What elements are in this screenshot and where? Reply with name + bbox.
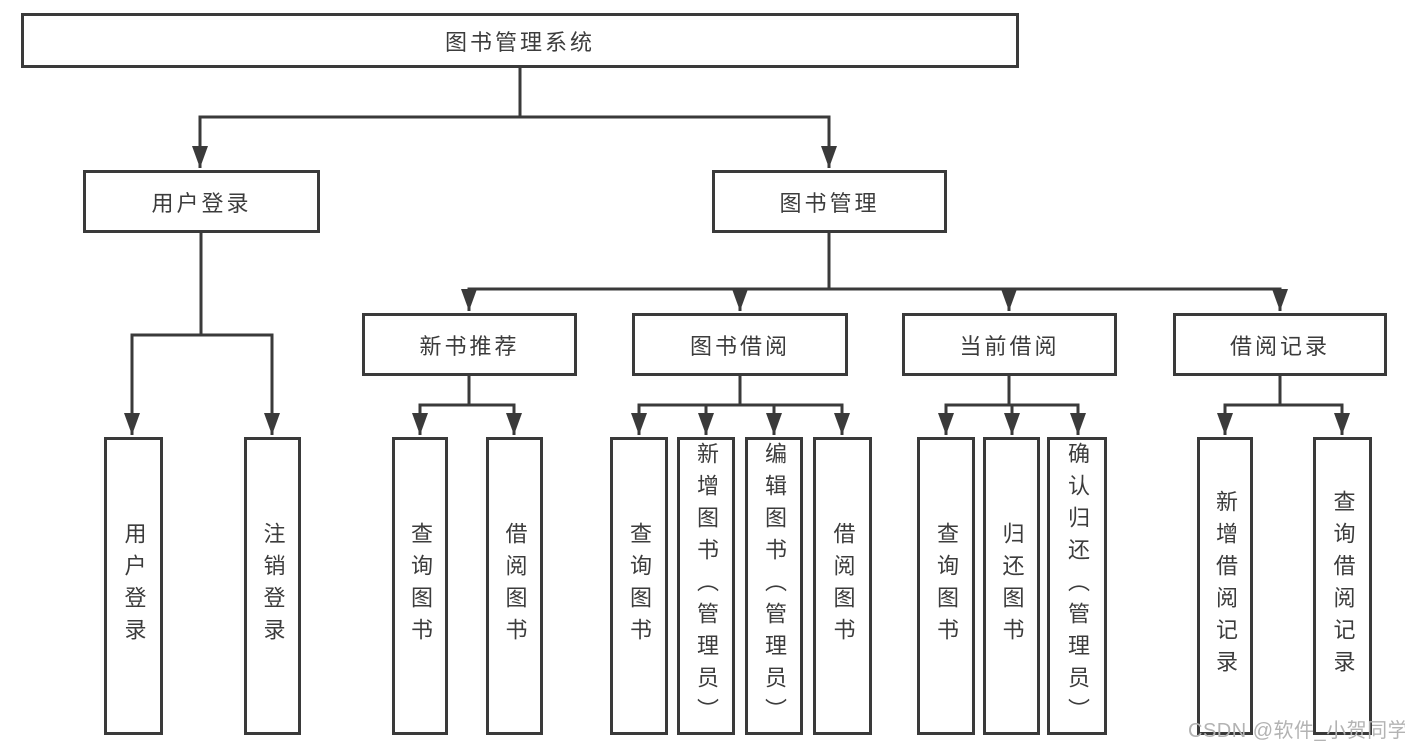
node-label: 查询借阅记录: [1330, 490, 1356, 682]
node-user-login: 用户登录: [83, 170, 320, 233]
node-label: 借阅记录: [1229, 333, 1330, 359]
watermark: CSDN @软件_小贺同学: [1188, 720, 1405, 742]
node-label: 查询图书: [408, 522, 433, 650]
leaf-newbook-query-book: 查询图书: [392, 437, 448, 735]
node-book-borrow: 图书借阅: [632, 313, 848, 376]
leaf-borrow-query-book: 查询图书: [610, 437, 668, 735]
node-current-borrow: 当前借阅: [902, 313, 1117, 376]
node-label: 新增图书（管理员）: [694, 442, 719, 730]
node-label: 借阅图书: [502, 522, 528, 650]
connector-book-borrow-children: [631, 376, 850, 435]
leaf-logout-login: 注销登录: [244, 437, 301, 735]
node-label: 新书推荐: [419, 333, 520, 359]
leaf-borrow-add-book-admin: 新增图书（管理员）: [677, 437, 735, 735]
leaf-record-query-borrow-record: 查询借阅记录: [1313, 437, 1372, 735]
node-label: 编辑图书（管理员）: [762, 442, 787, 730]
node-label: 图书管理系统: [444, 29, 595, 55]
node-library-management-system: 图书管理系统: [21, 13, 1019, 68]
node-label: 当前借阅: [959, 333, 1060, 359]
node-label: 借阅图书: [830, 522, 856, 650]
leaf-current-confirm-return-admin: 确认归还（管理员）: [1047, 437, 1107, 735]
connector-root-to-level2: [192, 68, 837, 168]
node-borrow-record: 借阅记录: [1173, 313, 1387, 376]
connector-book-management-children: [461, 233, 1288, 311]
leaf-user-login: 用户登录: [104, 437, 163, 735]
connector-borrow-record-children: [1217, 376, 1350, 435]
leaf-borrow-edit-book-admin: 编辑图书（管理员）: [745, 437, 803, 735]
node-label: 查询图书: [934, 522, 959, 650]
connector-current-borrow-children: [938, 376, 1086, 435]
leaf-current-query-book: 查询图书: [917, 437, 975, 735]
node-label: 图书管理: [779, 190, 880, 216]
leaf-borrow-borrow-book: 借阅图书: [813, 437, 872, 735]
leaf-newbook-borrow-book: 借阅图书: [486, 437, 543, 735]
node-label: 用户登录: [121, 522, 147, 650]
node-label: 新增借阅记录: [1213, 490, 1238, 682]
node-label: 确认归还（管理员）: [1065, 442, 1090, 730]
node-new-book-recommend: 新书推荐: [362, 313, 577, 376]
node-label: 注销登录: [260, 522, 286, 650]
leaf-current-return-book: 归还图书: [983, 437, 1040, 735]
node-label: 图书借阅: [689, 333, 790, 359]
leaf-record-add-borrow-record: 新增借阅记录: [1197, 437, 1253, 735]
node-label: 用户登录: [151, 190, 252, 216]
node-label: 归还图书: [999, 522, 1025, 650]
node-book-management: 图书管理: [712, 170, 947, 233]
node-label: 查询图书: [627, 522, 652, 650]
connector-user-login-children: [124, 233, 280, 435]
connector-new-book-children: [412, 376, 522, 435]
